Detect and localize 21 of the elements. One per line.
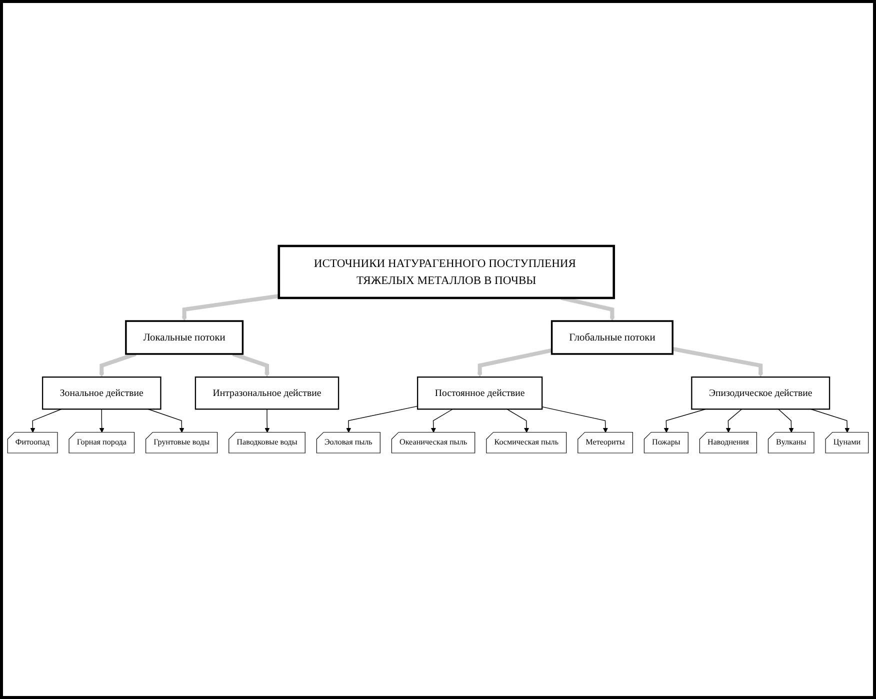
arrow: [30, 408, 62, 433]
arrow: [672, 346, 764, 378]
node-box: Интразональное действие: [194, 376, 340, 410]
arrow: [99, 352, 136, 378]
node-box: Глобальные потоки: [550, 320, 674, 355]
arrow: [477, 348, 552, 378]
arrow: [542, 406, 608, 433]
node-box: Локальные потоки: [125, 320, 244, 355]
arrow: [99, 408, 104, 433]
node-box: Зональное действие: [42, 376, 162, 410]
arrow: [264, 408, 270, 433]
arrow: [430, 408, 454, 433]
arrow: [726, 408, 742, 433]
node-box: Постоянное действие: [416, 376, 543, 410]
arrow: [182, 294, 280, 322]
node-box: Эпизодическое действие: [691, 376, 830, 410]
arrow: [778, 408, 794, 433]
node-box: ИСТОЧНИКИ НАТУРАГЕННОГО ПОСТУПЛЕНИЯ ТЯЖЕЛЫХ МЕТАЛЛОВ В ПОЧВЫ: [278, 244, 616, 300]
arrow: [232, 352, 270, 378]
arrow: [346, 406, 418, 433]
arrow: [506, 408, 530, 433]
